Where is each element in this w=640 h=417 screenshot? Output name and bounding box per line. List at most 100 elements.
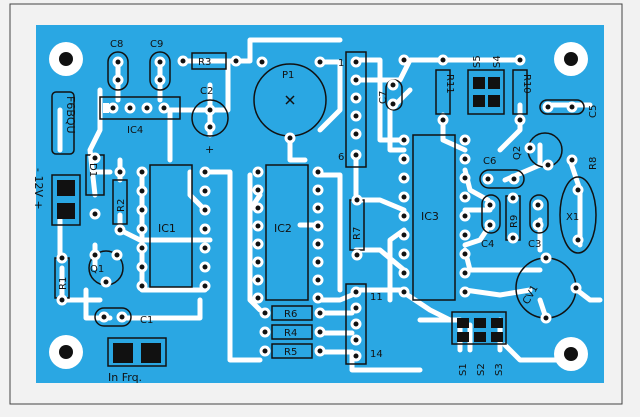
ic-pin-pad bbox=[199, 261, 211, 273]
label-r2: R2 bbox=[116, 199, 127, 212]
label-s4: S4 bbox=[492, 55, 503, 68]
s1-s3-header-outline bbox=[451, 311, 507, 345]
input-connector-outline bbox=[107, 337, 167, 367]
label-r5: R5 bbox=[284, 347, 297, 358]
label-c2: C2 bbox=[200, 86, 213, 97]
ic-pin-pad bbox=[312, 256, 324, 268]
ic-pin-pad bbox=[398, 153, 410, 165]
supply-connector-outline bbox=[51, 174, 81, 226]
label-r3: R3 bbox=[198, 57, 211, 68]
label-ic3: IC3 bbox=[421, 210, 439, 223]
label-s3: S3 bbox=[494, 363, 505, 376]
label-r4: R4 bbox=[284, 328, 297, 339]
ic-pin-pad bbox=[398, 172, 410, 184]
label-supply: - 12V + bbox=[32, 168, 45, 210]
ic-pin-pad bbox=[252, 256, 264, 268]
c5-outline bbox=[539, 99, 585, 115]
r4-outline bbox=[271, 324, 313, 340]
c3-outline bbox=[529, 194, 549, 234]
ic-pin-pad bbox=[136, 185, 148, 197]
ic-pin-pad bbox=[252, 220, 264, 232]
label-r1: R1 bbox=[58, 277, 69, 290]
label-plus: + bbox=[205, 143, 214, 156]
label-r6: R6 bbox=[284, 309, 297, 320]
label-pin14: 14 bbox=[370, 349, 383, 360]
ic-pin-pad bbox=[459, 191, 471, 203]
ic-pin-pad bbox=[459, 267, 471, 279]
pinheader-top-outline bbox=[345, 51, 367, 168]
label-pin11: 11 bbox=[370, 292, 383, 303]
s4-s5-header-outline bbox=[467, 69, 505, 115]
ic-pin-pad bbox=[459, 172, 471, 184]
ic-pin-pad bbox=[398, 210, 410, 222]
ic4-outline bbox=[99, 96, 181, 120]
label-c6: C6 bbox=[483, 156, 496, 167]
ic-pin-pad bbox=[136, 223, 148, 235]
label-c5: C5 bbox=[588, 105, 599, 118]
ic-pin-pad bbox=[312, 166, 324, 178]
ic2-outline bbox=[265, 164, 309, 301]
label-q1: Q1 bbox=[90, 264, 104, 275]
label-q2: Q2 bbox=[512, 146, 523, 160]
label-s5: S5 bbox=[472, 55, 483, 68]
connector-pads bbox=[57, 77, 503, 363]
label-s2: S2 bbox=[476, 363, 487, 376]
ic-pin-pad bbox=[312, 220, 324, 232]
ic-pin-pad bbox=[136, 261, 148, 273]
ic-pin-pad bbox=[398, 134, 410, 146]
ic-pin-pad bbox=[459, 229, 471, 241]
ic-pin-pad bbox=[312, 238, 324, 250]
r2-outline bbox=[112, 179, 128, 225]
ic-pin-pad bbox=[398, 286, 410, 298]
ic-pin-pad bbox=[199, 166, 211, 178]
label-callsign: F6BQU bbox=[64, 96, 77, 134]
ic-pin-pad bbox=[199, 242, 211, 254]
r11-outline bbox=[435, 69, 451, 115]
c4-outline bbox=[481, 194, 501, 234]
label-s1: S1 bbox=[458, 363, 469, 376]
r6-outline bbox=[271, 305, 313, 321]
ic-pin-pad bbox=[199, 223, 211, 235]
c2-outline bbox=[191, 99, 229, 137]
ic-pin-pad bbox=[136, 280, 148, 292]
label-ic4: IC4 bbox=[127, 125, 143, 136]
ic-pin-pad bbox=[312, 184, 324, 196]
component-outlines bbox=[51, 51, 597, 367]
ic-pin-pad bbox=[252, 202, 264, 214]
label-ic1: IC1 bbox=[158, 222, 176, 235]
label-c9: C9 bbox=[150, 39, 163, 50]
ic-pin-pad bbox=[252, 238, 264, 250]
ic-pin-pad bbox=[136, 166, 148, 178]
ic-pin-pad bbox=[312, 292, 324, 304]
label-x1: X1 bbox=[566, 212, 579, 223]
label-d1: D1 bbox=[87, 163, 98, 177]
ic-pin-pad bbox=[252, 184, 264, 196]
solder-pads bbox=[56, 54, 584, 362]
ic1-outline bbox=[149, 164, 193, 288]
label-r8: R8 bbox=[588, 157, 599, 170]
label-r10: R10 bbox=[521, 74, 532, 94]
label-pin6: 6 bbox=[338, 152, 344, 163]
label-r11: R11 bbox=[444, 74, 455, 94]
ic-pin-pad bbox=[459, 286, 471, 298]
label-ic2: IC2 bbox=[274, 222, 292, 235]
label-c1: C1 bbox=[140, 315, 153, 326]
label-c7: C7 bbox=[378, 91, 389, 104]
r10-outline bbox=[512, 69, 528, 115]
r5-outline bbox=[271, 343, 313, 359]
ic-pin-pad bbox=[199, 280, 211, 292]
label-pin1: 1 bbox=[338, 58, 344, 69]
label-r7: R7 bbox=[352, 227, 363, 240]
ic-pin-pad bbox=[459, 134, 471, 146]
mounting-holes bbox=[49, 42, 588, 371]
ic3-outline bbox=[412, 134, 456, 301]
ic-pin-pad bbox=[459, 210, 471, 222]
ic-pin-pad bbox=[312, 274, 324, 286]
pcb-outline bbox=[9, 3, 623, 405]
ic-pin-pad bbox=[199, 185, 211, 197]
label-c8: C8 bbox=[110, 39, 123, 50]
ic-pin-pad bbox=[398, 191, 410, 203]
c9-outline bbox=[149, 51, 171, 91]
c6-outline bbox=[479, 169, 525, 189]
